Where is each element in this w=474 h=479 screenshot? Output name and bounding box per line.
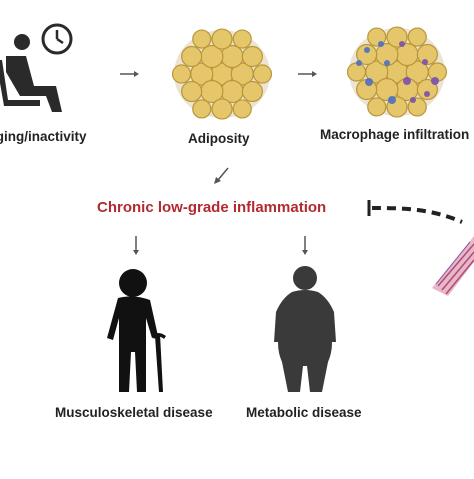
inhibition-arrow bbox=[367, 200, 463, 224]
macrophage-cell bbox=[378, 41, 384, 47]
adipocyte bbox=[181, 45, 203, 68]
adipocyte bbox=[181, 80, 203, 103]
macrophage-infiltration-label: Macrophage infiltration bbox=[320, 127, 470, 142]
aging-inactivity-label: Aging/inactivity bbox=[0, 129, 87, 144]
adipocyte bbox=[192, 29, 212, 49]
macrophage-cell bbox=[365, 78, 373, 86]
adipocyte bbox=[171, 64, 192, 84]
macrophage-cell bbox=[410, 97, 416, 103]
macrophage-cell bbox=[399, 41, 405, 47]
muscle-fiber-icon bbox=[432, 236, 474, 296]
macrophage-cell bbox=[422, 59, 428, 65]
seated-person-clock-icon bbox=[0, 23, 73, 112]
musculoskeletal-disease-label: Musculoskeletal disease bbox=[55, 405, 213, 420]
adipocyte-cluster-icon bbox=[171, 28, 273, 120]
arrow-to-inflammation bbox=[214, 167, 229, 184]
adipocyte bbox=[232, 99, 252, 119]
macrophage-cell bbox=[424, 91, 430, 97]
macrophage-cell bbox=[356, 60, 362, 66]
adipocyte bbox=[356, 43, 378, 66]
adipocyte bbox=[241, 45, 263, 68]
adipocyte bbox=[211, 28, 233, 50]
adipocyte bbox=[407, 27, 427, 47]
arrow-adiposity-to-macrophage bbox=[298, 71, 317, 77]
macrophage-cell bbox=[431, 77, 439, 85]
macrophage-cell bbox=[403, 77, 411, 85]
macrophage-cell bbox=[364, 47, 370, 53]
inflammation-label: Chronic low-grade inflammation bbox=[97, 199, 327, 216]
obese-person-icon bbox=[274, 266, 336, 392]
macrophage-infiltrated-adipose-icon bbox=[346, 26, 448, 118]
adipocyte bbox=[367, 97, 387, 117]
arrow-to-metabolic bbox=[302, 236, 308, 255]
adipocyte bbox=[416, 78, 438, 101]
elderly-person-with-cane-icon bbox=[107, 269, 166, 392]
metabolic-disease-label: Metabolic disease bbox=[246, 405, 362, 420]
adipocyte bbox=[211, 98, 233, 120]
adipocyte bbox=[192, 99, 212, 119]
macrophage-cell bbox=[384, 60, 390, 66]
arrow-to-musculoskeletal bbox=[133, 236, 139, 255]
adipocyte bbox=[252, 64, 273, 84]
adipocyte bbox=[241, 80, 263, 103]
arrow-aging-to-adiposity bbox=[120, 71, 139, 77]
adipocyte bbox=[232, 29, 252, 49]
adipocyte bbox=[416, 43, 438, 66]
adiposity-label: Adiposity bbox=[188, 131, 250, 146]
macrophage-cell bbox=[388, 96, 396, 104]
adipocyte bbox=[346, 62, 367, 82]
